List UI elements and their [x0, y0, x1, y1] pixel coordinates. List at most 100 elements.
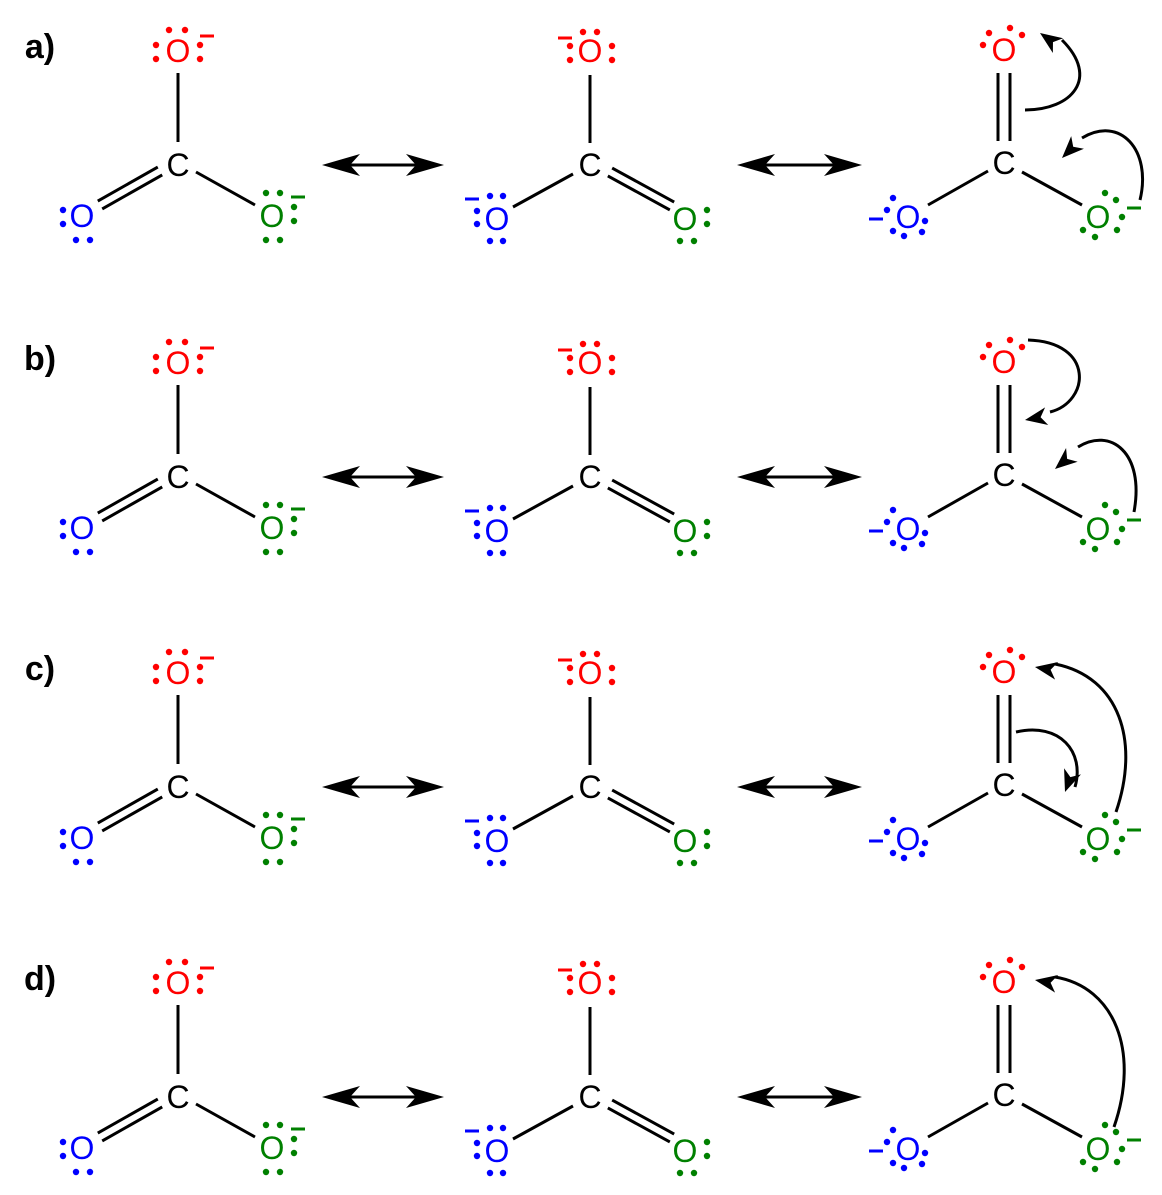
lone-pair-dot — [1113, 226, 1121, 234]
lone-pair-dot — [86, 236, 94, 244]
curved-arrow — [1055, 438, 1138, 513]
lone-pair-dot — [566, 354, 574, 362]
right-oxygen: O — [673, 1133, 698, 1169]
lone-pair-dot — [152, 367, 160, 375]
top-oxygen: O — [166, 345, 191, 381]
lone-pair-dot — [1006, 646, 1014, 654]
left-oxygen: O — [896, 199, 921, 235]
bond — [512, 484, 574, 521]
lone-pair-dot — [1006, 24, 1014, 32]
double-bond — [611, 478, 675, 516]
lone-pair-dot — [486, 192, 494, 200]
curved-arrow — [1015, 728, 1081, 792]
lone-pair-dot — [1006, 956, 1014, 964]
lone-pair-dot — [900, 1164, 908, 1172]
lone-pair-dot — [165, 958, 173, 966]
lone-pair-dot — [276, 189, 284, 197]
lone-pair-dot — [1113, 538, 1121, 546]
lone-pair-dot — [276, 1121, 284, 1129]
option-label: b) — [24, 340, 56, 378]
right-oxygen: O — [260, 198, 285, 234]
top-oxygen: O — [578, 345, 603, 381]
lone-pair-dot — [690, 549, 698, 557]
double-bond — [101, 485, 163, 523]
lone-pair-dot — [59, 206, 67, 214]
curved-arrow — [1024, 33, 1082, 112]
arrowhead-left — [322, 466, 360, 488]
lone-pair-dot — [1091, 545, 1099, 553]
lone-pair-dot — [690, 1169, 698, 1177]
top-oxygen: O — [166, 33, 191, 69]
lone-pair-dot — [59, 532, 67, 540]
lone-pair-dot — [918, 850, 926, 858]
lone-pair-dot — [566, 368, 574, 376]
carbon-atom: C — [578, 1079, 601, 1115]
lone-pair-dot — [1118, 835, 1126, 843]
lone-pair-dot — [883, 828, 891, 836]
carbon-atom: C — [166, 769, 189, 805]
lone-pair-dot — [499, 192, 507, 200]
lone-pair-dot — [276, 811, 284, 819]
lone-pair-dot — [1101, 1121, 1109, 1129]
resonance-arrow — [737, 776, 862, 798]
curved-arrow-path — [1027, 338, 1081, 414]
lone-pair-dot — [181, 338, 189, 346]
left-oxygen: O — [70, 820, 95, 856]
resonance-arrow — [737, 466, 862, 488]
lone-pair-dot — [921, 529, 929, 537]
right-oxygen: O — [1086, 511, 1111, 547]
arrowhead-right — [406, 466, 444, 488]
lone-pair-dot — [608, 678, 616, 686]
lone-pair-dot — [196, 987, 204, 995]
lone-pair-dot — [608, 354, 616, 362]
lone-pair-dot — [1101, 501, 1109, 509]
arrowhead-left — [737, 154, 775, 176]
lone-pair-dot — [499, 814, 507, 822]
bond — [195, 792, 256, 829]
resonance-arrow — [737, 154, 862, 176]
resonance-arrow — [737, 1086, 862, 1108]
lone-pair-dot — [608, 368, 616, 376]
curved-arrow — [1062, 129, 1145, 201]
lone-pair-dot — [883, 1138, 891, 1146]
lone-pair-dot — [72, 236, 80, 244]
lone-pair-dot — [181, 958, 189, 966]
lone-pair-dot — [979, 353, 987, 361]
resonance-arrow — [322, 776, 444, 798]
curved-arrowhead — [1035, 661, 1059, 680]
arrowhead-right — [406, 776, 444, 798]
lone-pair-dot — [608, 56, 616, 64]
lone-pair-dot — [900, 544, 908, 552]
lone-pair-dot — [979, 663, 987, 671]
right-oxygen: O — [1086, 821, 1111, 857]
carbon-atom: C — [992, 1077, 1015, 1113]
right-oxygen: O — [673, 201, 698, 237]
lone-pair-dot — [889, 849, 897, 857]
lone-pair-dot — [473, 532, 481, 540]
lone-pair-dot — [499, 549, 507, 557]
bond — [927, 791, 989, 829]
lone-pair-dot — [1079, 1158, 1087, 1166]
bond — [512, 794, 574, 831]
carbon-atom: C — [992, 767, 1015, 803]
bond — [927, 481, 989, 519]
lone-pair-dot — [889, 194, 897, 202]
carbon-atom: C — [166, 459, 189, 495]
lone-pair-dot — [72, 1168, 80, 1176]
top-oxygen: O — [992, 964, 1017, 1000]
lone-pair-dot — [703, 1152, 711, 1160]
arrowhead-left — [322, 154, 360, 176]
lone-pair-dot — [593, 28, 601, 36]
top-oxygen: O — [166, 655, 191, 691]
lone-pair-dot — [152, 41, 160, 49]
lone-pair-dot — [1113, 1158, 1121, 1166]
lone-pair-dot — [473, 842, 481, 850]
lone-pair-dot — [473, 1152, 481, 1160]
right-oxygen: O — [673, 823, 698, 859]
lone-pair-dot — [59, 842, 67, 850]
